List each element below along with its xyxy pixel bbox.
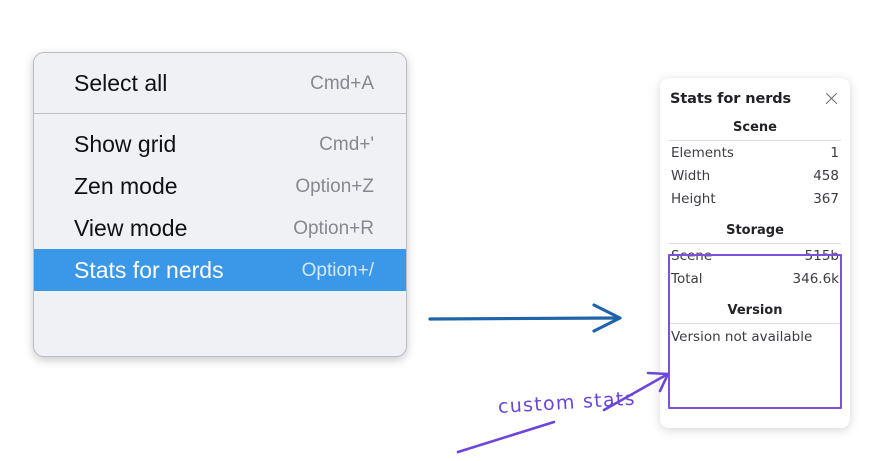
section-heading-storage: Storage — [726, 223, 784, 238]
menu-item-shortcut: Option+Z — [295, 175, 374, 197]
custom-stats-callout: custom stats — [497, 387, 637, 418]
menu-item-label: View mode — [74, 214, 188, 241]
stats-row-value: 367 — [813, 191, 839, 207]
menu-item-stats-for-nerds[interactable]: Stats for nerds Option+/ — [34, 249, 406, 291]
stats-row-value: 1 — [830, 145, 839, 161]
purple-underline-annotation — [456, 420, 556, 454]
blue-arrow-annotation — [428, 303, 622, 333]
stats-row-value: 515b — [804, 248, 839, 264]
menu-item-view-mode[interactable]: View mode Option+R — [34, 207, 406, 249]
stats-row-elements: Elements 1 — [669, 141, 841, 164]
menu-item-label: Select all — [74, 69, 168, 96]
menu-item-zen-mode[interactable]: Zen mode Option+Z — [34, 165, 406, 207]
menu-item-label: Zen mode — [74, 172, 178, 199]
menu-item-shortcut: Cmd+' — [319, 133, 374, 155]
context-menu-group-2: Show grid Cmd+' Zen mode Option+Z View m… — [34, 123, 406, 291]
menu-item-shortcut: Option+/ — [301, 259, 374, 281]
stats-row-label: Height — [671, 191, 716, 207]
stats-row-value: 458 — [813, 168, 839, 184]
stats-row-label: Width — [671, 168, 711, 184]
menu-item-show-grid[interactable]: Show grid Cmd+' — [34, 123, 406, 165]
section-divider — [669, 140, 841, 141]
stats-row-label: Total — [671, 271, 703, 287]
context-menu-group-1: Select all Cmd+A — [34, 62, 406, 104]
stats-panel-header: Stats for nerds — [669, 88, 841, 107]
context-menu[interactable]: Select all Cmd+A Show grid Cmd+' Zen mod… — [33, 52, 407, 357]
stats-for-nerds-panel[interactable]: Stats for nerds Scene Elements 1 Width 4… — [660, 78, 850, 428]
section-divider — [669, 323, 841, 324]
menu-item-shortcut: Cmd+A — [310, 72, 374, 94]
stats-row-storage-total: Total 346.6k — [669, 267, 841, 290]
version-note: Version not available — [671, 329, 813, 345]
menu-item-select-all[interactable]: Select all Cmd+A — [34, 62, 406, 104]
menu-item-label: Stats for nerds — [74, 256, 224, 283]
stats-row-label: Scene — [671, 248, 713, 264]
section-heading-version: Version — [727, 303, 783, 318]
panel-title: Stats for nerds — [670, 90, 792, 107]
stats-row-value: 346.6k — [792, 271, 839, 287]
menu-item-label: Show grid — [74, 130, 177, 157]
stats-row-width: Width 458 — [669, 164, 841, 187]
menu-separator — [34, 113, 406, 114]
close-icon[interactable] — [823, 90, 840, 107]
section-divider — [669, 243, 841, 244]
section-heading-scene: Scene — [733, 120, 777, 135]
stats-row-height: Height 367 — [669, 187, 841, 210]
menu-item-shortcut: Option+R — [293, 217, 374, 239]
stats-row-label: Elements — [671, 145, 734, 161]
stats-row-storage-scene: Scene 515b — [669, 244, 841, 267]
